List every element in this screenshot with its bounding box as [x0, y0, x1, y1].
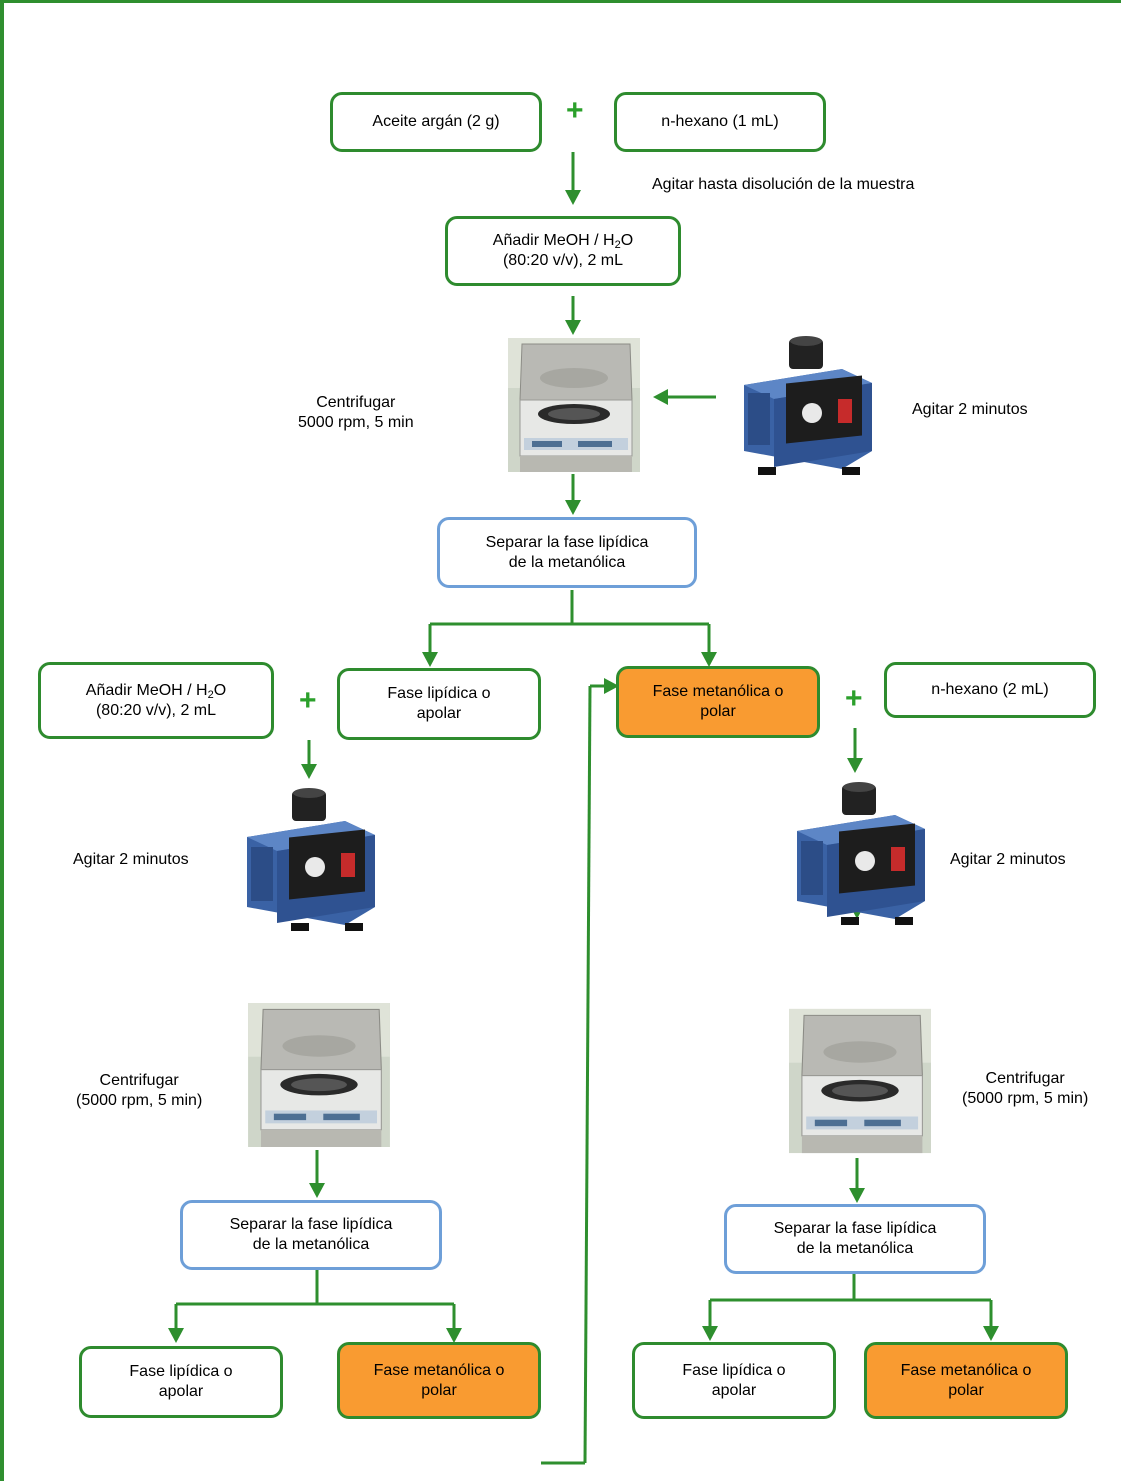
- plus-sign-left: +: [299, 684, 317, 717]
- separar-left-line1: Separar la fase lipídica: [229, 1216, 393, 1233]
- fase-lipidica-bl-line1: Fase lipídica o: [129, 1363, 233, 1380]
- vortex-mixer-photo-top: [744, 336, 872, 475]
- anadir-meoh-left-line2: (80:20 v/v), 2 mL: [95, 701, 217, 719]
- centrifuge-photo-top: [508, 338, 640, 472]
- centrifugar-top-label: Centrifugar 5000 rpm, 5 min: [298, 394, 414, 431]
- anadir-meoh-left-box: Añadir MeOH / H2O (80:20 v/v), 2 mL: [38, 662, 274, 739]
- fase-metanolica-br-line1: Fase metanólica o: [900, 1361, 1032, 1379]
- separar-right-line1: Separar la fase lipídica: [773, 1220, 937, 1237]
- fase-lipidica-br-line1: Fase lipídica o: [682, 1361, 786, 1379]
- fase-metanolica-mid-line2: polar: [700, 703, 736, 720]
- fase-metanolica-bottom-right-box: Fase metanólica o polar: [864, 1342, 1068, 1419]
- centrifuge-photo-right: [789, 1008, 931, 1154]
- n-hexano-2-box: n-hexano (2 mL): [884, 662, 1096, 718]
- fase-metanolica-bottom-left-box: Fase metanólica o polar: [337, 1342, 541, 1419]
- fase-metanolica-bl-line1: Fase metanólica o: [373, 1361, 505, 1379]
- n-hexano-1-box: n-hexano (1 mL): [614, 92, 826, 152]
- anadir-meoh-top-box: Añadir MeOH / H2O (80:20 v/v), 2 mL: [445, 216, 681, 286]
- separar-right-line2: de la metanólica: [796, 1240, 914, 1257]
- fase-lipidica-br-line2: apolar: [711, 1381, 757, 1399]
- aceite-argan-box: Aceite argán (2 g): [330, 92, 542, 152]
- fase-metanolica-mid-line1: Fase metanólica o: [652, 683, 784, 700]
- separar-right-box: Separar la fase lipídica de la metanólic…: [724, 1204, 986, 1274]
- separar-top-line1: Separar la fase lipídica: [485, 533, 649, 551]
- agitar-right-label: Agitar 2 minutos: [950, 851, 1066, 868]
- separar-left-box: Separar la fase lipídica de la metanólic…: [180, 1200, 442, 1270]
- agitar-left-label: Agitar 2 minutos: [73, 851, 189, 868]
- n-hexano-2-text: n-hexano (2 mL): [931, 681, 1049, 698]
- plus-sign-right: +: [845, 682, 863, 715]
- plus-sign-top: +: [566, 94, 584, 127]
- anadir-meoh-left-line1: Añadir MeOH / H2O: [85, 681, 227, 701]
- vortex-mixer-photo-left: [247, 788, 375, 931]
- fase-lipidica-mid-line2: apolar: [416, 705, 462, 722]
- agitar-disolucion-label: Agitar hasta disolución de la muestra: [652, 176, 915, 193]
- separar-top-line2: de la metanólica: [508, 553, 626, 571]
- agitar-top-label: Agitar 2 minutos: [912, 401, 1028, 418]
- fase-metanolica-bl-line2: polar: [421, 1381, 457, 1399]
- fase-lipidica-bl-line2: apolar: [158, 1383, 204, 1400]
- centrifugar-right-label: Centrifugar (5000 rpm, 5 min): [962, 1070, 1089, 1107]
- fase-lipidica-bottom-left-box: Fase lipídica o apolar: [79, 1346, 283, 1418]
- fase-lipidica-bottom-right-box: Fase lipídica o apolar: [632, 1342, 836, 1419]
- aceite-argan-text: Aceite argán (2 g): [372, 113, 500, 130]
- fase-lipidica-mid-box: Fase lipídica o apolar: [337, 668, 541, 740]
- fase-lipidica-mid-line1: Fase lipídica o: [387, 685, 491, 702]
- separar-left-line2: de la metanólica: [252, 1236, 370, 1253]
- anadir-meoh-top-line1: Añadir MeOH / H2O: [492, 232, 634, 251]
- vortex-mixer-photo-right: [797, 782, 925, 925]
- centrifugar-left-label: Centrifugar (5000 rpm, 5 min): [76, 1072, 203, 1109]
- separar-top-box: Separar la fase lipídica de la metanólic…: [437, 517, 697, 588]
- anadir-meoh-top-line2: (80:20 v/v), 2 mL: [502, 252, 624, 269]
- fase-metanolica-mid-box: Fase metanólica o polar: [616, 666, 820, 738]
- centrifuge-photo-left: [248, 1003, 390, 1147]
- fase-metanolica-br-line2: polar: [948, 1381, 984, 1399]
- n-hexano-1-text: n-hexano (1 mL): [661, 113, 779, 130]
